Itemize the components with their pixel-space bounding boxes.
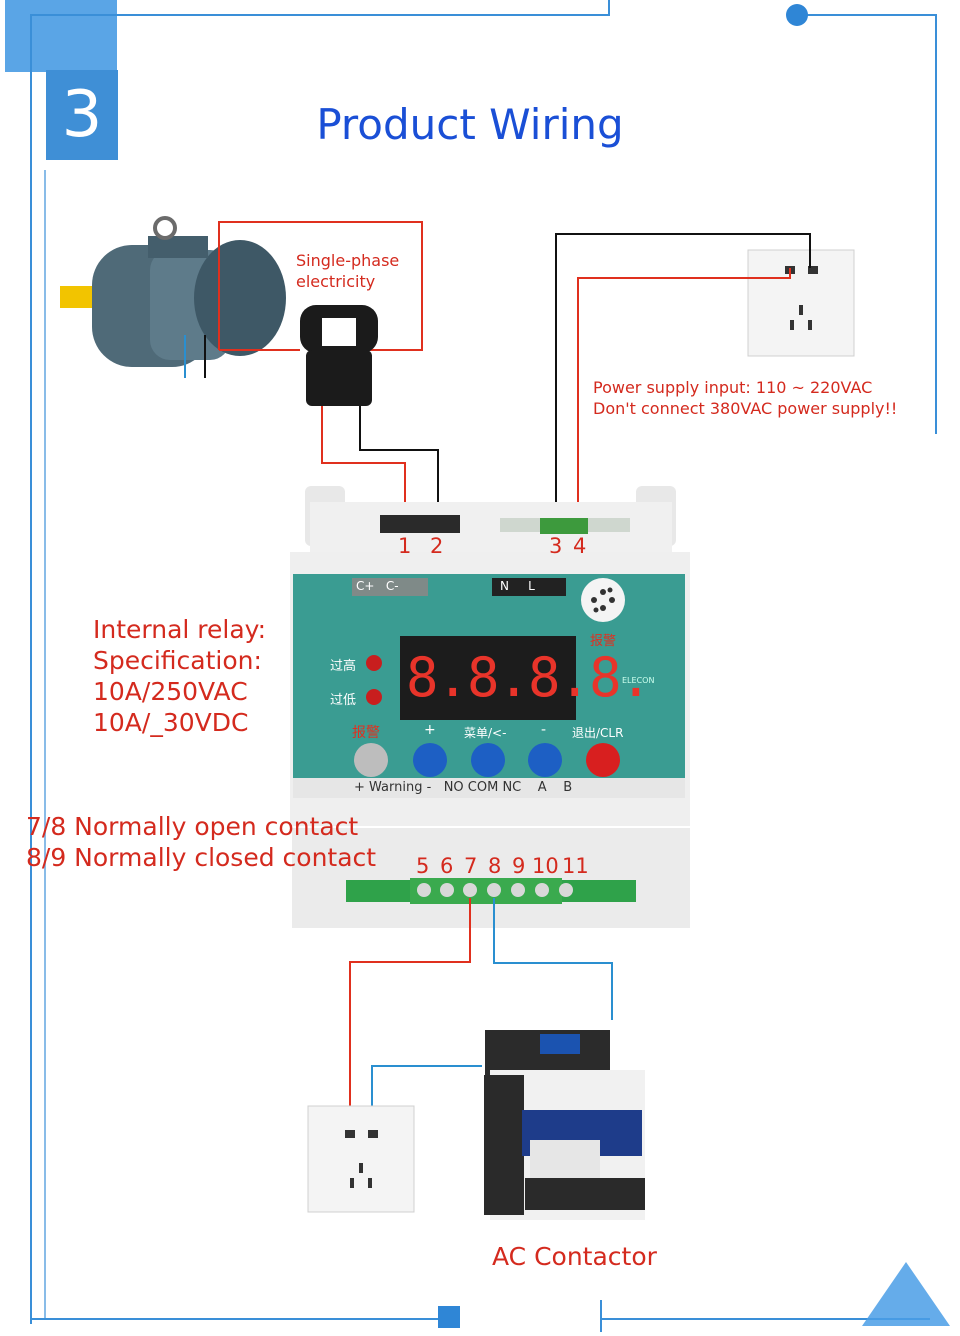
ct-label: Single-phase electricity [296,251,400,291]
led-display: 8.8.8.8. [406,646,652,709]
btn-label-plus: + [424,722,436,738]
frame-bottom-tick [600,1300,602,1332]
frame-square [438,1306,460,1328]
step-badge-background [5,0,117,72]
power-supply-label: Power supply input: 110 ~ 220VAC Don't c… [593,378,898,418]
relay-spec-label: Internal relay: Specification: 10A/250VA… [93,615,267,737]
terminal-8: 8 [488,854,502,878]
frame-right-line [935,14,937,434]
terminal-4: 4 [573,534,587,558]
frame-triangle [862,1262,950,1326]
terminal-2: 2 [430,534,444,558]
frame-bottom-line [30,1318,450,1320]
terminal-1: 1 [398,534,412,558]
terminal-7: 7 [464,854,478,878]
terminal-5: 5 [416,854,430,878]
terminal-11: 11 [562,854,589,878]
terminal-10: 10 [532,854,559,878]
current-transformer [300,305,378,406]
frame-left-inner-line [44,170,46,1320]
controller-device [290,486,690,928]
ac-contactor-image [482,1020,650,1220]
high-label: 过高 [330,659,357,674]
alarm-label: 报警 [590,634,617,649]
btn-label-alarm: 报警 [352,725,380,741]
frame-left-line [30,14,32,1324]
terminal-3: 3 [549,534,563,558]
frame-top-tick [608,0,610,16]
terminal-9: 9 [512,854,526,878]
btn-label-exit: 退出/CLR [572,726,624,740]
contactor-label: AC Contactor [492,1242,657,1271]
page-title: Product Wiring [316,100,624,149]
frame-bottom-right-line [600,1318,930,1320]
btn-label-minus: - [541,722,547,738]
frame-top-line [30,14,610,16]
wall-outlet-bottom [307,1105,415,1213]
wall-outlet-top [747,249,855,357]
brand-label: ELECON [622,676,655,685]
terminal-6: 6 [440,854,454,878]
step-number: 3 [46,70,118,160]
frame-top-right-line [795,14,935,16]
btn-label-menu: 菜单/<- [464,726,507,740]
ct-terminal-labels: C+ C- [356,579,399,593]
low-label: 过低 [330,693,357,708]
contacts-label: 7/8 Normally open contact 8/9 Normally c… [26,812,377,872]
frame-dot [786,4,808,26]
power-terminal-labels: N L [500,579,535,593]
motor-image [60,216,286,378]
bottom-strip-labels: + Warning - NO COM NC A B [354,780,573,795]
